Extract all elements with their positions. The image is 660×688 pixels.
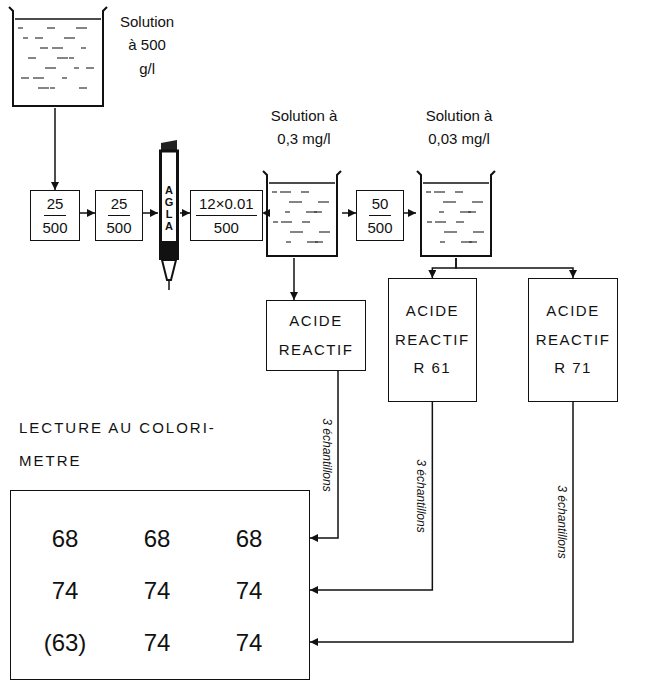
- flow-arrow: [432, 258, 456, 278]
- flow-arrow: [293, 258, 295, 300]
- dilution-box: 25500: [30, 190, 80, 241]
- reagent-name: ACIDE REACTIF: [395, 297, 470, 354]
- reagent-code: R 61: [413, 354, 451, 383]
- solution-label: Solution à 500 g/l: [120, 10, 174, 80]
- dilution-box: 12×0.01500: [190, 190, 263, 241]
- stock-beaker: Solution à 500 g/l: [8, 4, 108, 108]
- reagent-box: ACIDE REACTIF: [266, 300, 366, 371]
- pipette-brand: AGLA: [164, 184, 175, 232]
- flow-arrow: [342, 212, 356, 214]
- dilution-box: 50500: [356, 190, 404, 241]
- dilution-box: 25500: [95, 190, 143, 241]
- reading-value: 68: [203, 513, 295, 565]
- reading-value: 74: [111, 565, 203, 617]
- pipette-label: AGLA: [158, 184, 180, 232]
- reading-value: 74: [203, 617, 295, 669]
- flow-arrow: [80, 212, 95, 214]
- reading-grid: 686868747474(63)7474: [19, 513, 301, 669]
- fraction-numerator: 25: [108, 195, 131, 216]
- reagent-name: ACIDE REACTIF: [536, 297, 611, 354]
- solution-beaker: Solution à 0,3 mg/l: [262, 168, 342, 258]
- beaker-outline: [262, 168, 342, 258]
- flow-arrow: [143, 212, 158, 214]
- solution-label: Solution à 0,3 mg/l: [266, 104, 342, 151]
- fraction-denominator: 500: [364, 216, 395, 236]
- reading-value: 74: [203, 565, 295, 617]
- colorimeter-heading: LECTURE AU COLORI- METRE: [19, 411, 264, 477]
- beaker-outline: [8, 4, 108, 108]
- fraction-numerator: 25: [44, 195, 67, 216]
- flow-arrow: [180, 212, 190, 214]
- fraction-numerator: 12×0.01: [196, 195, 257, 216]
- fraction-denominator: 500: [39, 216, 70, 236]
- flow-arrow: [310, 371, 338, 538]
- reading-value: 74: [111, 617, 203, 669]
- beaker-outline: [416, 168, 496, 258]
- reading-value: 68: [19, 513, 111, 565]
- fraction-denominator: 500: [211, 216, 242, 236]
- pipette: AGLA: [158, 140, 180, 290]
- fraction-denominator: 500: [103, 216, 134, 236]
- reading-value: (63): [19, 617, 111, 669]
- flow-arrow: [54, 108, 56, 190]
- fraction-numerator: 50: [369, 195, 392, 216]
- reagent-box: ACIDE REACTIFR 71: [528, 278, 618, 402]
- reading-value: 68: [111, 513, 203, 565]
- flow-arrow: [404, 212, 416, 214]
- sample-count-label: 3 échantillons: [555, 483, 569, 560]
- sample-count-label: 3 échantillons: [414, 457, 428, 534]
- flow-arrow: [456, 258, 573, 278]
- colorimeter-readings: LECTURE AU COLORI- METRE686868747474(63)…: [10, 490, 310, 680]
- reagent-code: R 71: [554, 354, 592, 383]
- sample-count-label: 3 échantillons: [320, 416, 334, 493]
- flow-arrow: [310, 402, 573, 642]
- solution-label: Solution à 0,03 mg/l: [422, 104, 496, 151]
- reagent-box: ACIDE REACTIFR 61: [388, 278, 477, 402]
- solution-beaker: Solution à 0,03 mg/l: [416, 168, 496, 258]
- reagent-name: ACIDE REACTIF: [279, 307, 354, 364]
- reading-value: 74: [19, 565, 111, 617]
- flow-arrow: [310, 402, 432, 590]
